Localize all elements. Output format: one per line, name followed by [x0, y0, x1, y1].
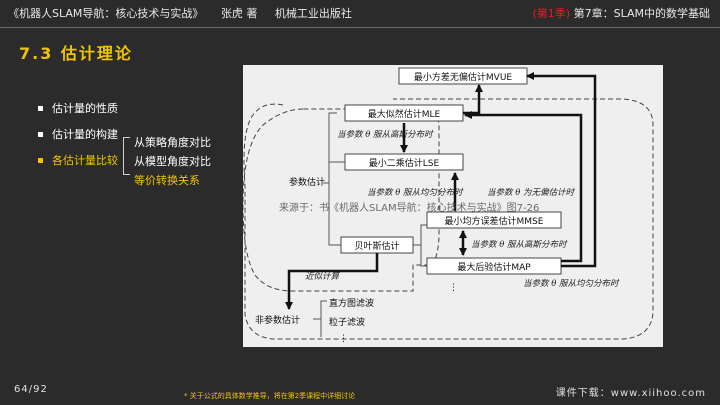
author: 张虎 著	[220, 7, 258, 20]
section-title: 7.3 估计理论	[19, 44, 133, 63]
book-title: 《机器人SLAM导航：核心技术与实战》	[8, 7, 204, 20]
bullet-label: 估计量的构建	[52, 128, 118, 141]
estimator-diagram: 最小方差无偏估计MVUE 最大似然估计MLE 最小二乘估计LSE 最小均方误差估…	[242, 65, 663, 347]
sub-item-strategy: 从策略角度对比	[134, 136, 211, 149]
publisher: 机械工业出版社	[274, 7, 352, 20]
label-unbiased: 当参数 θ 为无偏估计时	[487, 187, 576, 198]
map-dots: ⋮	[449, 283, 458, 293]
download-link[interactable]: 课件下载：www.xiihoo.com	[555, 388, 706, 399]
bullet-item-construction: 估计量的构建	[38, 126, 118, 142]
bayes-link	[413, 224, 427, 267]
bullet-square-icon	[38, 131, 43, 137]
map-label: 最大后验估计MAP	[457, 261, 531, 273]
footnote: * 关于公式的具体数学推导，将在第2季课程中详细讨论	[184, 392, 356, 400]
sub-item-model: 从模型角度对比	[134, 155, 211, 168]
outer-dashed-region	[243, 98, 654, 340]
mle-label: 最大似然估计MLE	[368, 108, 441, 120]
lse-label: 最小二乘估计LSE	[369, 157, 440, 169]
bullet-item-comparison: 各估计量比较	[38, 152, 118, 168]
bullet-item-properties: 估计量的性质	[38, 100, 118, 116]
mvue-label: 最小方差无偏估计MVUE	[414, 71, 513, 83]
label-approx: 近似计算	[305, 271, 341, 282]
histogram-filter-label: 直方图滤波	[329, 297, 374, 309]
sub-bracket	[123, 137, 130, 175]
nonparam-bracket	[313, 300, 327, 337]
particle-filter-label: 粒子滤波	[329, 316, 365, 328]
bullet-label: 估计量的性质	[52, 102, 118, 115]
season-tag: (第1季)	[532, 7, 571, 20]
label-gauss: 当参数 θ 服从高斯分布时	[337, 129, 434, 140]
param-est-bracket	[323, 112, 345, 246]
mmse-box	[426, 211, 562, 229]
bullet-square-icon	[38, 157, 43, 163]
chapter-title: 第7章：SLAM中的数学基础	[573, 7, 710, 20]
map-to-mle-arrow	[464, 111, 583, 263]
label-uniform: 当参数 θ 服从均匀分布时	[523, 278, 620, 289]
label-gauss-2: 当参数 θ 服从高斯分布时	[471, 239, 568, 250]
watermark: 来源于：书《机器人SLAM导航：核心技术与实战》图7-26	[279, 201, 539, 214]
nonparam-est-label: 非参数估计	[255, 314, 300, 326]
header-right: (第1季) 第7章：SLAM中的数学基础	[533, 5, 710, 21]
page-number: 64/92	[14, 384, 48, 395]
bullet-square-icon	[38, 105, 43, 111]
header-left: 《机器人SLAM导航：核心技术与实战》 张虎 著 机械工业出版社	[8, 5, 352, 21]
header-divider	[0, 27, 720, 28]
param-est-label: 参数估计	[289, 176, 325, 188]
sub-item-equivalence: 等价转换关系	[134, 174, 200, 187]
label-uniform-obs: 当参数 θ 服从均匀分布时	[367, 187, 464, 198]
bayes-to-nonparam-arrow	[285, 253, 379, 310]
nonparam-dots: ⋮	[339, 334, 348, 344]
bayes-label: 贝叶斯估计	[354, 240, 399, 252]
bullet-label: 各估计量比较	[52, 154, 118, 167]
mmse-label: 最小均方误差估计MMSE	[445, 215, 544, 227]
map-to-mvue-arrow	[526, 72, 597, 268]
